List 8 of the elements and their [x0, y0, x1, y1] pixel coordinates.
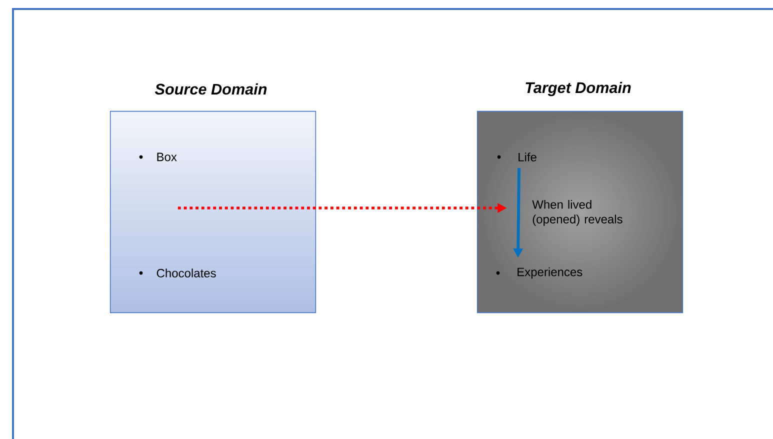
- node-label: Target Domain: [526, 82, 631, 96]
- bullet-item: Experiences: [496, 267, 582, 279]
- domain-box: Source Domain Box Chocolates: [110, 83, 316, 314]
- edge-label: When lived (opened) reveals: [532, 200, 622, 226]
- bullet-item: Life: [497, 152, 536, 162]
- node-label: Life: [518, 152, 536, 162]
- node-label: Experiences: [518, 267, 582, 279]
- node-label: Source Domain: [154, 83, 267, 95]
